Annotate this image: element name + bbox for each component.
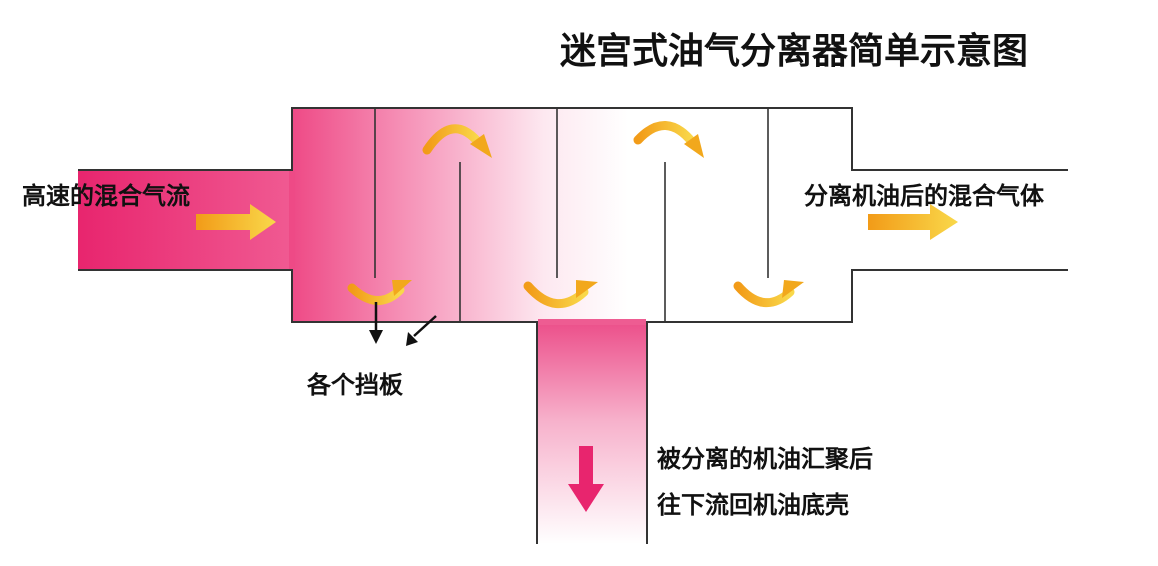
drain-down-arrow-icon <box>568 446 604 512</box>
outlet-opening <box>849 171 855 269</box>
inlet-flow-arrow-icon <box>196 204 276 240</box>
inlet-flow-label: 高速的混合气流 <box>22 182 190 210</box>
flow-curve-arrow-icon <box>422 124 492 158</box>
flow-curve-arrow-icon <box>523 280 598 309</box>
diagram-title: 迷宫式油气分离器简单示意图 <box>560 31 1029 72</box>
outlet-flow-arrow-icon <box>868 204 958 240</box>
baffle-pointer-arrow-icon <box>369 302 383 344</box>
outlet-flow-label: 分离机油后的混合气体 <box>804 182 1044 210</box>
baffle-pointer-arrow-icon <box>406 315 437 346</box>
flow-curve-arrow-icon <box>347 280 412 305</box>
flow-curve-arrow-icon <box>733 280 804 308</box>
baffles-label: 各个挡板 <box>307 371 403 399</box>
inlet-opening <box>289 171 295 269</box>
separator-chamber <box>291 107 853 323</box>
drain-label-line-2: 往下流回机油底壳 <box>657 491 849 519</box>
drain-opening <box>538 319 646 325</box>
drain-label-line-1: 被分离的机油汇聚后 <box>657 445 873 473</box>
flow-curve-arrow-icon <box>633 121 704 158</box>
drain-pipe <box>537 322 647 544</box>
drain-label: 被分离的机油汇聚后 往下流回机油底壳 <box>657 436 873 528</box>
